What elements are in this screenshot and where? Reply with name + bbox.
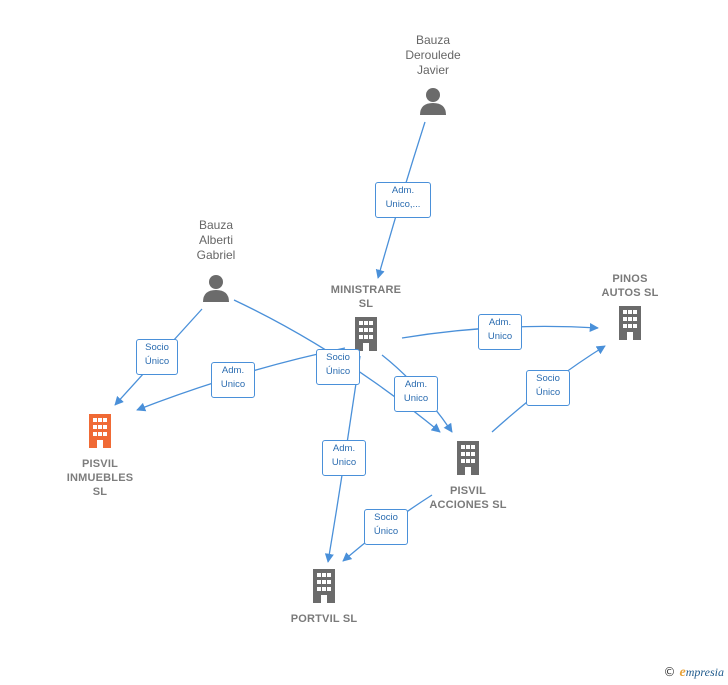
person-icon xyxy=(420,88,446,115)
brand-initial: e xyxy=(679,665,686,680)
edge-label-line: Socio xyxy=(145,342,169,353)
company-label-line: ACCIONES SL xyxy=(429,499,507,511)
person-label-line: Bauza xyxy=(198,218,234,232)
person-label-line: Deroulede xyxy=(405,48,461,62)
node-portvil[interactable]: PORTVIL SL xyxy=(274,569,374,626)
edge-label-line: Unico xyxy=(220,379,246,390)
edge-label-line: Único xyxy=(535,387,561,398)
company-label-line: INMUEBLES xyxy=(66,472,134,484)
edge-label-ministrare-pinos[interactable]: Adm. Unico xyxy=(478,314,522,350)
edge-label-ministrare-inmuebles[interactable]: Adm. Unico xyxy=(211,362,255,398)
company-label-line: SL xyxy=(92,486,108,498)
edge-label-line: Único xyxy=(144,356,170,367)
node-pisvil-inmuebles[interactable]: PISVIL INMUEBLES SL xyxy=(50,414,150,499)
edge-label-line: Unico,... xyxy=(385,199,421,210)
company-label-line: AUTOS SL xyxy=(601,287,659,299)
node-pisvil-acciones[interactable]: PISVIL ACCIONES SL xyxy=(416,441,520,512)
edge-label-line: Socio xyxy=(326,352,350,363)
building-icon xyxy=(89,414,111,448)
node-pinos-autos[interactable]: PINOS AUTOS SL xyxy=(580,272,680,345)
edge-label-line: Unico xyxy=(403,393,429,404)
company-label-line: MINISTRARE xyxy=(330,284,402,296)
company-label-line: PISVIL xyxy=(449,485,487,497)
edge-label-line: Adm. xyxy=(488,317,512,328)
edge-label-alberti-inmuebles[interactable]: Socio Único xyxy=(136,339,178,375)
company-label-line: PINOS xyxy=(612,273,648,285)
company-label-line: PORTVIL SL xyxy=(290,613,358,625)
copyright-symbol: © xyxy=(663,665,676,679)
edge-label-alberti-acciones[interactable]: Socio Único xyxy=(316,349,360,385)
building-icon xyxy=(619,306,641,340)
edge-label-line: Socio xyxy=(536,373,560,384)
edge-label-line: Adm. xyxy=(221,365,245,376)
building-icon xyxy=(355,317,377,351)
edge-label-line: Unico xyxy=(331,457,357,468)
edge-label-ministrare-acciones[interactable]: Adm. Unico xyxy=(394,376,438,412)
brand-name: mpresia xyxy=(685,665,724,679)
company-label-line: PISVIL xyxy=(81,458,119,470)
edge-label-line: Adm. xyxy=(404,379,428,390)
edge-label-line: Adm. xyxy=(391,185,415,196)
edge-label-ministrare-portvil[interactable]: Adm. Unico xyxy=(322,440,366,476)
edge-label-line: Único xyxy=(325,366,351,377)
edge-label-line: Adm. xyxy=(332,443,356,454)
node-ministrare[interactable]: MINISTRARE SL xyxy=(316,283,416,356)
person-label-line: Javier xyxy=(416,63,449,77)
edge-label-acciones-pinos[interactable]: Socio Único xyxy=(526,370,570,406)
building-icon xyxy=(457,441,479,475)
node-bauza-alberti[interactable]: Bauza Alberti Gabriel xyxy=(168,218,264,308)
edge-label-line: Único xyxy=(373,526,399,537)
person-label-line: Gabriel xyxy=(196,248,236,262)
edge-label-line: Unico xyxy=(487,331,513,342)
edge-label-deroulede-ministrare[interactable]: Adm. Unico,... xyxy=(375,182,431,218)
company-label-line: SL xyxy=(358,298,374,310)
person-label-line: Bauza xyxy=(415,33,451,47)
person-label-line: Alberti xyxy=(198,233,233,247)
edge-label-acciones-portvil[interactable]: Socio Único xyxy=(364,509,408,545)
person-icon xyxy=(203,275,229,302)
building-icon xyxy=(313,569,335,603)
edge-label-line: Socio xyxy=(374,512,398,523)
node-bauza-deroulede[interactable]: Bauza Deroulede Javier xyxy=(385,33,481,121)
footer-brand: ©empresia xyxy=(664,665,724,681)
